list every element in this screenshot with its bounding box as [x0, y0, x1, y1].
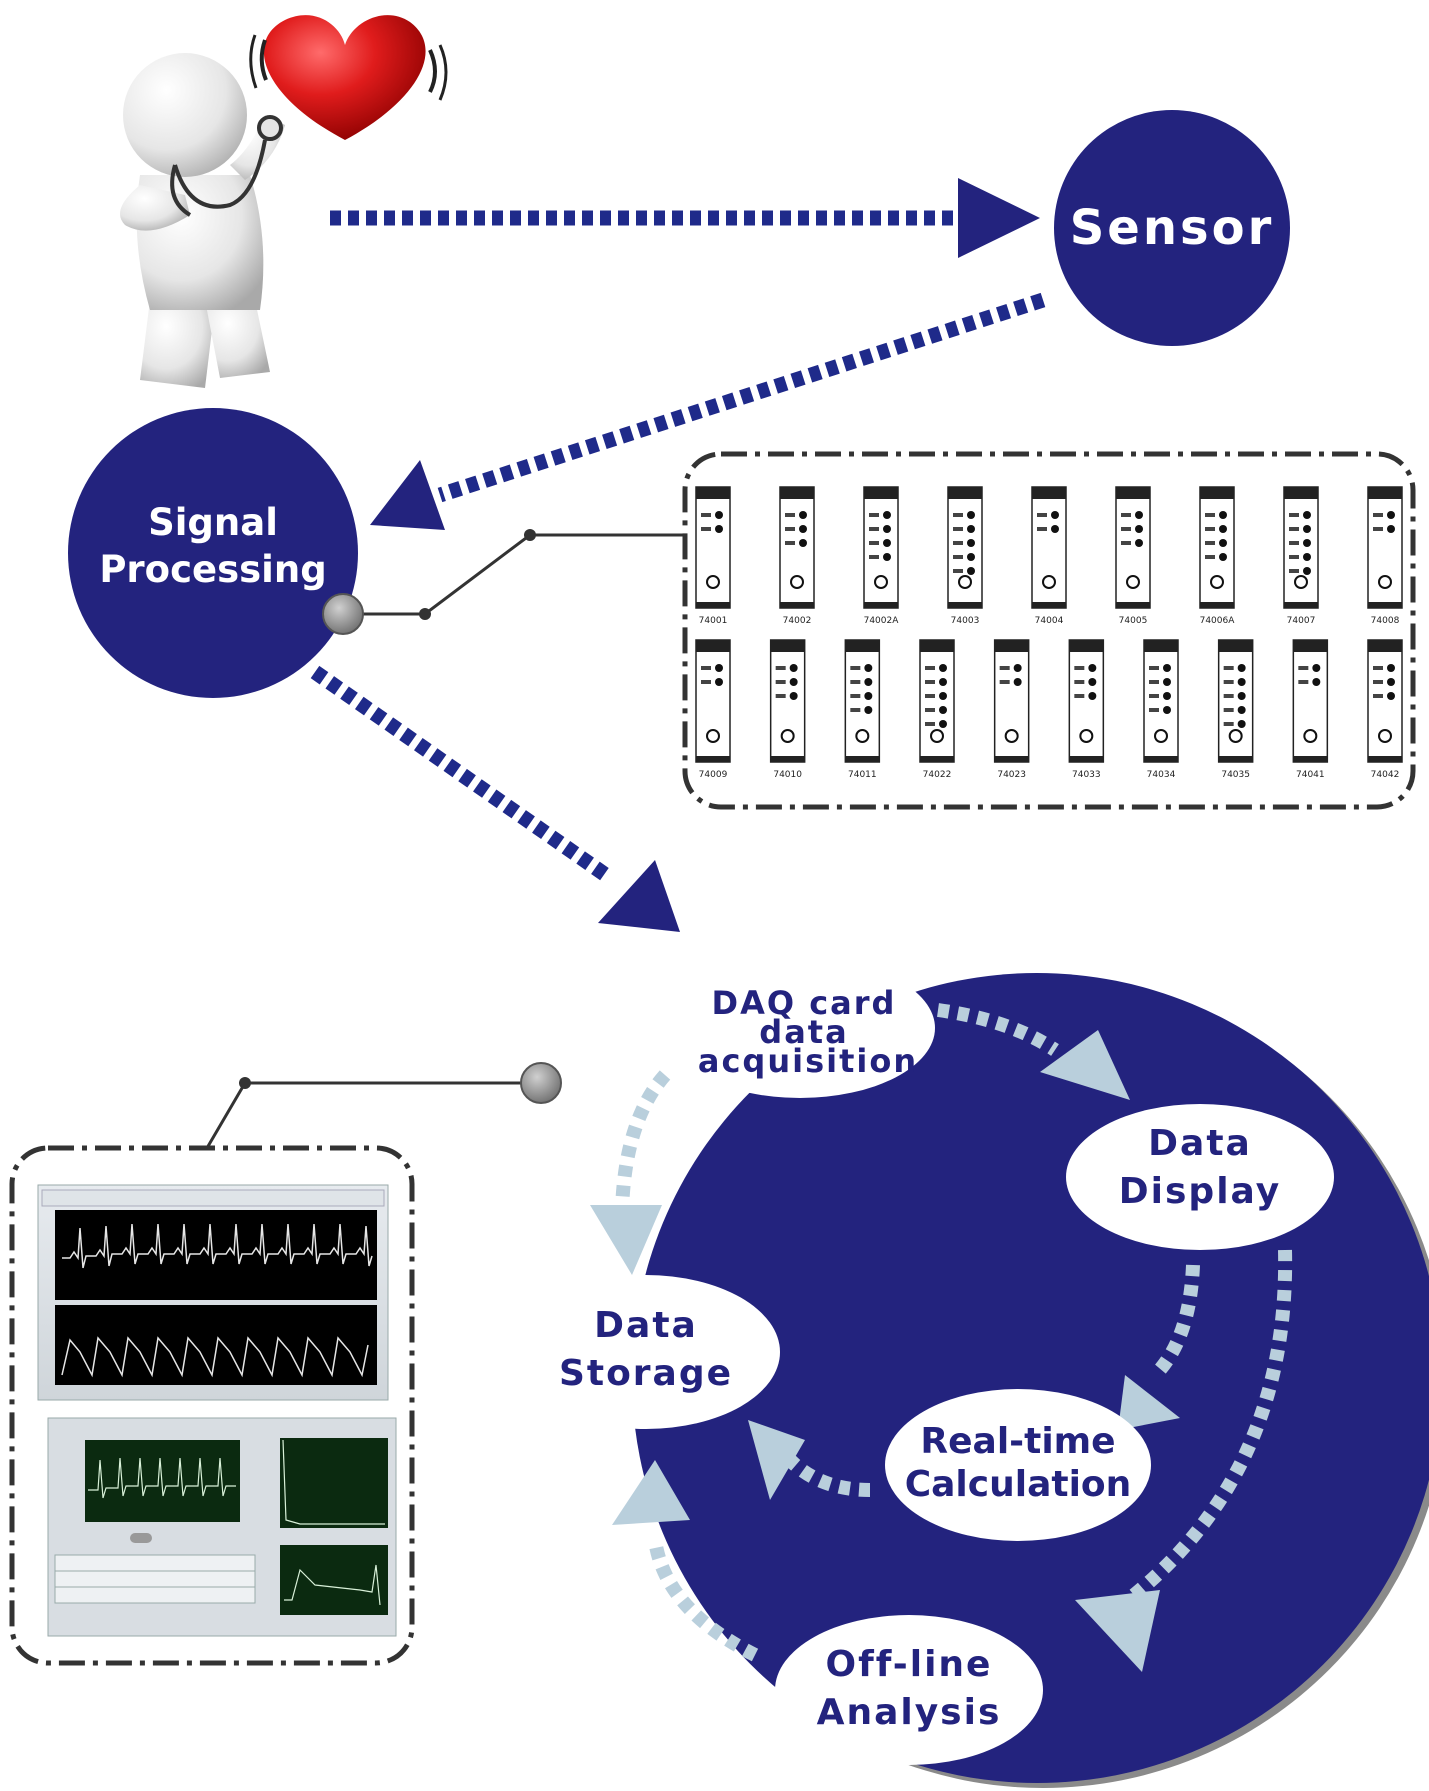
signal-processing-node: Signal Processing	[68, 408, 358, 698]
pulse-trace	[61, 1336, 369, 1378]
cycle-arrowheads	[590, 1030, 1180, 1672]
module-label: 74002A	[864, 616, 900, 626]
arrow-figure-to-sensor	[330, 178, 1040, 258]
connector-node-icon	[322, 593, 364, 635]
module-label: 74022	[923, 770, 952, 780]
module-label: 74009	[699, 770, 728, 780]
module-label: 74042	[1371, 770, 1400, 780]
connector-node-icon	[520, 1062, 562, 1104]
module-label: 74001	[699, 616, 728, 626]
arrow-display-to-offline	[1110, 1249, 1293, 1616]
module-card: 74011	[844, 639, 881, 780]
module-card: 74022	[919, 639, 955, 780]
module-card: 74006A	[1199, 486, 1236, 626]
module-card: 74003	[947, 486, 983, 626]
module-label: 74006A	[1200, 616, 1236, 626]
module-label: 74005	[1119, 616, 1148, 626]
realtime-label-line1: Real-time	[920, 1421, 1115, 1462]
module-card: 74041	[1292, 639, 1329, 780]
arrow-offline-to-storage	[648, 1538, 759, 1662]
module-card: 74005	[1115, 486, 1151, 626]
module-label: 74004	[1035, 616, 1064, 626]
module-card: 74042	[1367, 639, 1403, 780]
module-card: 74007	[1283, 486, 1319, 626]
analysis-screenshot	[47, 1417, 397, 1637]
arrow-display-to-realtime	[1149, 1264, 1200, 1380]
module-card: 74002A	[863, 486, 900, 626]
arrow-daq-to-display	[937, 1003, 1059, 1056]
module-label: 74035	[1221, 770, 1250, 780]
module-label: 74007	[1287, 616, 1316, 626]
arrow-daq-to-storage	[615, 1070, 671, 1211]
beating-heart-icon	[249, 15, 448, 140]
arrow-realtime-to-storage	[785, 1454, 871, 1497]
daq-label-line2: data	[759, 1013, 848, 1051]
daq-label-line1: DAQ card	[712, 984, 897, 1022]
module-card: 74034	[1143, 639, 1179, 780]
offline-label-line2: Analysis	[817, 1692, 1002, 1733]
module-card: 74009	[695, 639, 731, 780]
software-screenshot-panel	[9, 1145, 415, 1666]
module-label: 74002	[783, 616, 812, 626]
storage-label-line2: Storage	[559, 1353, 733, 1394]
module-card: 74002	[779, 486, 815, 626]
cycle-arrows	[615, 1003, 1293, 1662]
module-card: 74008	[1367, 486, 1403, 626]
signal-processing-label-line2: Processing	[99, 548, 326, 591]
module-label: 74041	[1296, 770, 1325, 780]
signal-processing-label-line1: Signal	[148, 501, 278, 544]
module-card: 74010	[769, 639, 806, 780]
module-card: 74035	[1217, 639, 1254, 780]
storage-node: Data Storage	[512, 1275, 780, 1429]
display-label-line2: Display	[1119, 1171, 1281, 1212]
module-label: 74033	[1072, 770, 1101, 780]
module-label: 74023	[997, 770, 1026, 780]
module-card: 74004	[1031, 486, 1067, 626]
offline-label-line1: Off-line	[826, 1644, 993, 1685]
sensor-node: Sensor	[1054, 110, 1290, 346]
module-card: 74033	[1068, 639, 1105, 780]
ecg-trace	[62, 1223, 373, 1269]
daq-node: DAQ card data acquisition	[665, 958, 935, 1098]
realtime-label-line2: Calculation	[905, 1464, 1132, 1505]
display-node: Data Display	[1066, 1104, 1334, 1250]
doctor-figure-with-stethoscope-icon	[120, 53, 285, 388]
module-card: 74001	[695, 486, 731, 626]
storage-label-line1: Data	[594, 1305, 698, 1346]
offline-node: Off-line Analysis	[775, 1615, 1043, 1765]
module-panel-connector	[322, 529, 683, 635]
module-label: 74011	[848, 770, 877, 780]
ecg-monitor-screenshot	[37, 1184, 389, 1401]
screenshot-panel-connector	[205, 1062, 562, 1149]
module-row-1: 74001 74002 74002A 74003 74004 74005 74006A 740…	[695, 486, 1403, 626]
module-label: 74003	[951, 616, 980, 626]
module-row-2: 74009 74010 74011 74022 74023 74033 74034 74035…	[695, 639, 1403, 780]
module-label: 74010	[773, 770, 802, 780]
display-label-line1: Data	[1148, 1123, 1252, 1164]
module-label: 74034	[1147, 770, 1176, 780]
module-label: 74008	[1371, 616, 1400, 626]
arrow-signal-processing-to-software	[310, 665, 680, 932]
daq-label-line3: acquisition	[698, 1042, 918, 1080]
realtime-node: Real-time Calculation	[885, 1389, 1151, 1541]
module-panel: 74001 74002 74002A 74003 74004 74005 74006A 740…	[682, 451, 1416, 810]
module-card: 74023	[993, 639, 1030, 780]
arrow-sensor-to-signal-processing	[370, 292, 1046, 530]
sensor-label: Sensor	[1070, 200, 1275, 256]
